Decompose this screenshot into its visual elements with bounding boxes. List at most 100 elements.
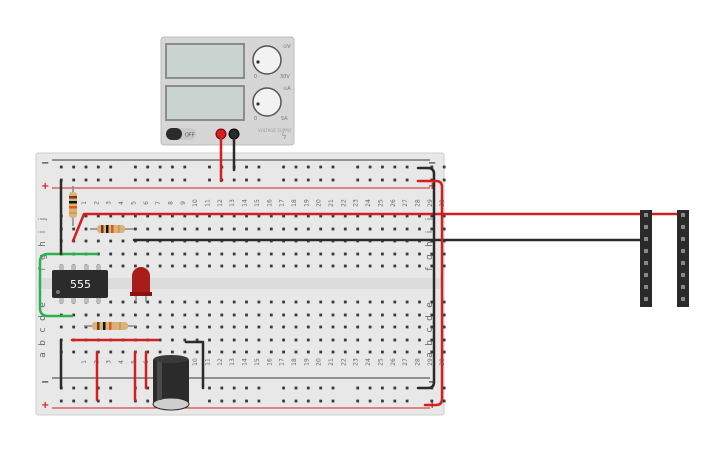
terminal-hole[interactable] <box>171 214 174 218</box>
terminal-hole[interactable] <box>232 325 236 329</box>
rail-hole[interactable] <box>393 399 397 403</box>
terminal-hole[interactable] <box>368 252 372 256</box>
terminal-hole[interactable] <box>146 227 150 231</box>
power-toggle[interactable]: OFF <box>166 128 196 140</box>
rail-hole[interactable] <box>96 178 100 182</box>
rail-hole[interactable] <box>220 399 224 403</box>
rail-hole[interactable] <box>232 178 236 182</box>
rail-hole[interactable] <box>368 399 372 403</box>
terminal-hole[interactable] <box>269 252 273 256</box>
terminal-hole[interactable] <box>381 338 384 342</box>
terminal-hole[interactable] <box>109 214 113 218</box>
terminal-hole[interactable] <box>134 264 137 268</box>
terminal-hole[interactable] <box>331 350 335 354</box>
terminal-hole[interactable] <box>195 325 199 329</box>
terminal-hole[interactable] <box>319 338 323 342</box>
terminal-hole[interactable] <box>381 227 384 231</box>
rail-hole[interactable] <box>257 386 261 390</box>
header-right[interactable] <box>677 210 689 307</box>
led[interactable] <box>130 267 152 302</box>
terminal-hole[interactable] <box>405 325 409 329</box>
terminal-hole[interactable] <box>109 313 113 317</box>
terminal-hole[interactable] <box>257 252 261 256</box>
rail-hole[interactable] <box>72 165 76 169</box>
terminal-hole[interactable] <box>121 252 125 256</box>
terminal-hole[interactable] <box>134 214 137 218</box>
terminal-hole[interactable] <box>72 313 76 317</box>
terminal-hole[interactable] <box>331 313 335 317</box>
terminal-hole[interactable] <box>294 264 298 268</box>
rail-hole[interactable] <box>294 178 298 182</box>
terminal-hole[interactable] <box>306 313 310 317</box>
terminal-hole[interactable] <box>208 325 211 329</box>
rail-hole[interactable] <box>109 178 113 182</box>
voltage-knob[interactable] <box>252 45 282 75</box>
terminal-hole[interactable] <box>393 325 397 329</box>
terminal-hole[interactable] <box>158 313 162 317</box>
terminal-hole[interactable] <box>368 300 372 304</box>
wire-rail-plus-bridge[interactable] <box>416 179 444 407</box>
terminal-hole[interactable] <box>343 338 347 342</box>
rail-hole[interactable] <box>146 386 150 390</box>
rail-hole[interactable] <box>109 386 113 390</box>
terminal-hole[interactable] <box>146 313 150 317</box>
rail-hole[interactable] <box>208 165 211 169</box>
rail-hole[interactable] <box>109 165 113 169</box>
rail-hole[interactable] <box>96 386 100 390</box>
header-pin[interactable] <box>644 237 648 241</box>
terminal-hole[interactable] <box>294 214 298 218</box>
rail-hole[interactable] <box>183 165 187 169</box>
rail-hole[interactable] <box>84 165 88 169</box>
terminal-hole[interactable] <box>393 252 397 256</box>
rail-hole[interactable] <box>319 386 323 390</box>
rail-hole[interactable] <box>442 178 446 182</box>
terminal-hole[interactable] <box>220 338 224 342</box>
terminal-hole[interactable] <box>171 350 174 354</box>
terminal-hole[interactable] <box>158 252 162 256</box>
rail-hole[interactable] <box>331 399 335 403</box>
rail-hole[interactable] <box>232 399 236 403</box>
terminal-hole[interactable] <box>158 350 162 354</box>
header-pin[interactable] <box>681 225 685 229</box>
terminal-hole[interactable] <box>343 350 347 354</box>
terminal-hole[interactable] <box>257 325 261 329</box>
terminal-hole[interactable] <box>306 252 310 256</box>
rail-hole[interactable] <box>430 399 434 403</box>
terminal-hole[interactable] <box>109 252 113 256</box>
terminal-hole[interactable] <box>208 264 211 268</box>
header-pin[interactable] <box>681 297 685 301</box>
terminal-hole[interactable] <box>343 227 347 231</box>
terminal-hole[interactable] <box>418 252 421 256</box>
rail-hole[interactable] <box>405 399 409 403</box>
terminal-hole[interactable] <box>405 264 409 268</box>
rail-hole[interactable] <box>245 178 248 182</box>
rail-hole[interactable] <box>306 386 310 390</box>
terminal-hole[interactable] <box>232 313 236 317</box>
terminal-hole[interactable] <box>195 338 199 342</box>
terminal-hole[interactable] <box>442 214 446 218</box>
terminal-hole[interactable] <box>96 239 100 243</box>
terminal-hole[interactable] <box>96 350 100 354</box>
terminal-hole[interactable] <box>442 350 446 354</box>
rail-hole[interactable] <box>405 386 409 390</box>
terminal-hole[interactable] <box>418 227 421 231</box>
terminal-hole[interactable] <box>183 264 187 268</box>
terminal-hole[interactable] <box>121 239 125 243</box>
rail-hole[interactable] <box>381 399 384 403</box>
terminal-hole[interactable] <box>393 214 397 218</box>
terminal-hole[interactable] <box>393 300 397 304</box>
rail-hole[interactable] <box>393 386 397 390</box>
terminal-hole[interactable] <box>269 350 273 354</box>
terminal-hole[interactable] <box>158 227 162 231</box>
terminal-hole[interactable] <box>208 313 211 317</box>
terminal-hole[interactable] <box>306 325 310 329</box>
rail-hole[interactable] <box>294 165 298 169</box>
rail-hole[interactable] <box>171 178 174 182</box>
rail-hole[interactable] <box>257 399 261 403</box>
terminal-hole[interactable] <box>442 227 446 231</box>
terminal-hole[interactable] <box>368 214 372 218</box>
terminal-hole[interactable] <box>257 264 261 268</box>
terminal-hole[interactable] <box>146 214 150 218</box>
terminal-hole[interactable] <box>269 227 273 231</box>
terminal-hole[interactable] <box>306 300 310 304</box>
